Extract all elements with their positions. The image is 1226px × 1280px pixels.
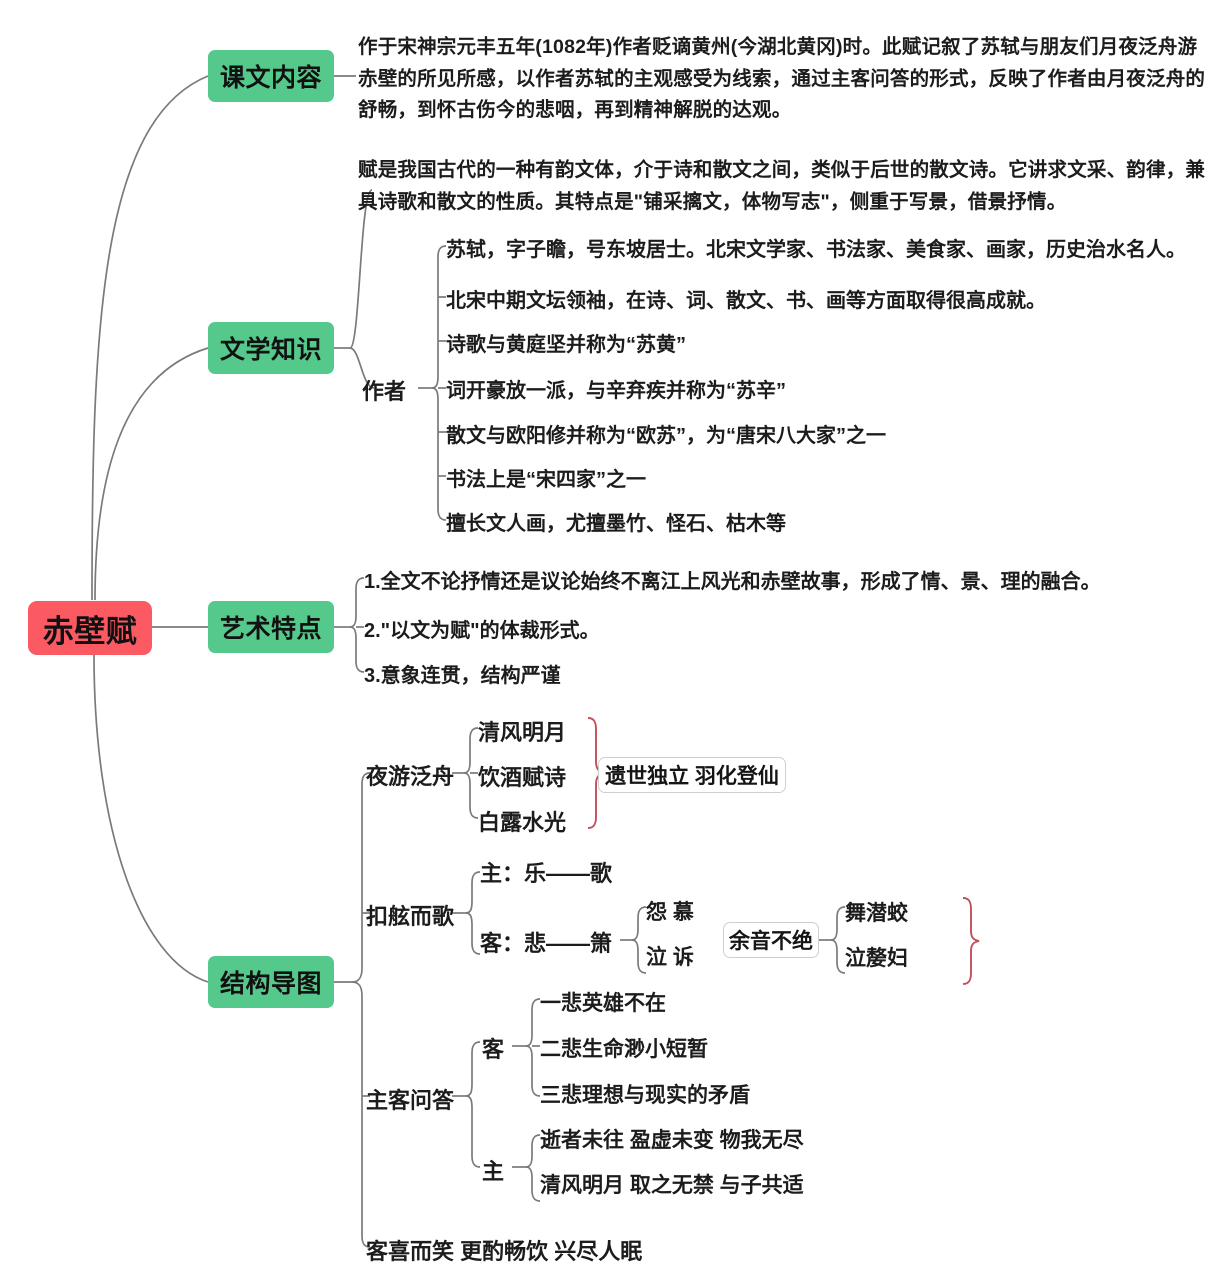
author-item-1: 北宋中期文坛领袖，在诗、词、散文、书、画等方面取得很高成就。: [446, 290, 1046, 312]
art-item-1: 2."以文为赋"的体裁形式。: [364, 620, 600, 642]
fu-paragraph: 赋是我国古代的一种有韵文体，介于诗和散文之间，类似于后世的散文诗。它讲求文采、韵…: [358, 159, 1206, 213]
branch-label-art: 艺术特点: [220, 615, 323, 643]
zhukewenda-guest-item-2: 三悲理想与现实的矛盾: [540, 1084, 750, 1107]
result-box-yishiduli[interactable]: 遗世独立 羽化登仙: [598, 757, 786, 793]
structure-group-label-zhukewenda: 主客问答: [366, 1088, 455, 1113]
yuyinbujue-item-0: 舞潜蛟: [845, 902, 908, 925]
zhukewenda-host-label: 主: [482, 1159, 505, 1184]
art-item-0: 1.全文不论抒情还是议论始终不离江上风光和赤壁故事，形成了情、景、理的融合。: [364, 571, 1101, 593]
structure-group-label-yeyoufanzhou: 夜游泛舟: [366, 764, 455, 789]
kouxianerge-guest-line: 客：悲——箫: [480, 931, 613, 956]
author-item-5: 书法上是“宋四家”之一: [446, 469, 646, 491]
branch-node-art[interactable]: 艺术特点: [208, 601, 334, 653]
yeyoufanzhou-item-2: 白露水光: [478, 810, 567, 835]
branch-label-content: 课文内容: [220, 64, 323, 92]
zhukewenda-guest-item-1: 二悲生命渺小短暂: [540, 1038, 708, 1061]
author-item-3: 词开豪放一派，与辛弃疾并称为“苏辛”: [446, 380, 786, 402]
zhukewenda-host-item-1: 清风明月 取之无禁 与子共适: [540, 1174, 804, 1197]
author-item-4: 散文与欧阳修并称为“欧苏”，为“唐宋八大家”之一: [446, 425, 886, 447]
yuyinbujue-item-1: 泣嫠妇: [845, 947, 908, 970]
zhukewenda-guest-item-0: 一悲英雄不在: [540, 992, 666, 1015]
result-box-yuyinbujue[interactable]: 余音不绝: [723, 922, 819, 958]
branch-node-content[interactable]: 课文内容: [208, 50, 334, 102]
kouxianerge-host-line: 主：乐——歌: [480, 861, 613, 886]
author-label: 作者: [362, 379, 407, 404]
kouxianerge-guest-sub-0: 怨 慕: [646, 901, 694, 924]
yeyoufanzhou-item-1: 饮酒赋诗: [478, 765, 567, 790]
structure-group-label-kouxianerge: 扣舷而歌: [366, 904, 455, 929]
zhukewenda-host-item-0: 逝者未往 盈虚未变 物我无尽: [540, 1129, 804, 1152]
root-node-chibifu[interactable]: 赤壁赋: [28, 601, 152, 655]
branch-label-literature: 文学知识: [220, 336, 323, 364]
zhukewenda-guest-label: 客: [482, 1037, 505, 1062]
branch-node-structure[interactable]: 结构导图: [208, 956, 334, 1008]
branch-label-structure: 结构导图: [220, 970, 323, 998]
author-item-6: 擅长文人画，尤擅墨竹、怪石、枯木等: [446, 513, 786, 535]
art-item-2: 3.意象连贯，结构严谨: [364, 665, 561, 687]
structure-ending-line: 客喜而笑 更酌畅饮 兴尽人眠: [366, 1239, 643, 1264]
author-item-0: 苏轼，字子瞻，号东坡居士。北宋文学家、书法家、美食家、画家，历史治水名人。: [446, 239, 1186, 261]
root-node-label: 赤壁赋: [42, 613, 138, 649]
branch-node-literature[interactable]: 文学知识: [208, 322, 334, 374]
content-paragraph: 作于宋神宗元丰五年(1082年)作者贬谪黄州(今湖北黄冈)时。此赋记叙了苏轼与朋…: [358, 36, 1206, 122]
yeyoufanzhou-item-0: 清风明月: [478, 720, 567, 745]
author-item-2: 诗歌与黄庭坚并称为“苏黄”: [446, 334, 686, 356]
kouxianerge-guest-sub-1: 泣 诉: [646, 946, 694, 969]
